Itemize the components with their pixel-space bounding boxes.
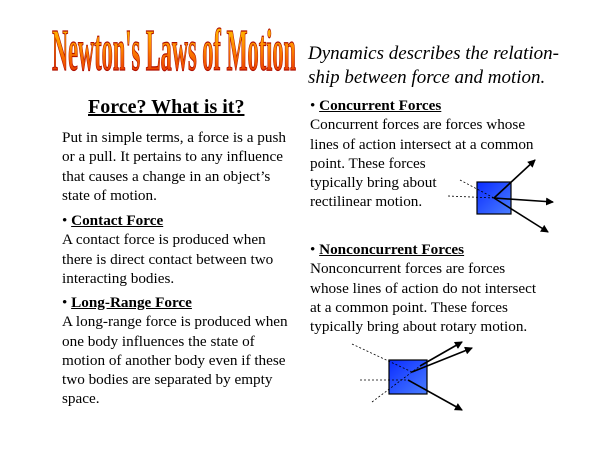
contact-force-line: there is direct contact between two [62, 250, 274, 268]
dynamics-line: ship between force and motion. [308, 67, 546, 88]
long-range-force-title: Long-Range Force [71, 294, 192, 311]
contact-force-title-row: • Contact Force [62, 211, 302, 230]
line-of-action-dashed [459, 179, 495, 199]
title-wordart: Newton's Laws of Motion [52, 17, 297, 83]
bullet: • [310, 97, 316, 114]
bullet: • [62, 294, 68, 311]
concurrent-forces-line: rectilinear motion. [310, 193, 423, 211]
long-range-force-line: A long-range force is produced when [62, 313, 288, 331]
long-range-force-section: • Long-Range Force A long-range force is… [62, 293, 302, 409]
concurrent-forces-line: point. These forces [310, 154, 426, 172]
concurrent-forces-line: typically bring about [310, 174, 437, 192]
dynamics-line: Dynamics describes the relation- [308, 43, 559, 64]
concurrent-forces-line: lines of action intersect at a common [310, 135, 534, 153]
contact-force-title: Contact Force [71, 212, 164, 229]
title-text: Newton's Laws of Motion [52, 18, 296, 83]
nonconcurrent-forces-line: typically bring about rotary motion. [310, 318, 528, 336]
line-of-action-dashed [351, 343, 413, 373]
force-arrow [419, 341, 463, 367]
intro-paragraph: Put in simple terms, a force is a push o… [62, 128, 302, 205]
intro-line: state of motion. [62, 186, 157, 204]
concurrent-forces-title: Concurrent Forces [319, 97, 442, 114]
bullet: • [62, 212, 68, 229]
long-range-force-title-row: • Long-Range Force [62, 293, 302, 312]
force-arrow [493, 159, 536, 199]
contact-force-line: A contact force is produced when [62, 231, 266, 249]
concurrent-forces-title-row: • Concurrent Forces [310, 96, 595, 115]
nonconcurrent-forces-title-row: • Nonconcurrent Forces [310, 240, 595, 259]
intro-line: or a pull. It pertains to any influence [62, 148, 283, 166]
concurrent-forces-line: Concurrent forces are forces whose [310, 116, 526, 134]
dynamics-statement: Dynamics describes the relation- ship be… [308, 42, 598, 90]
long-range-force-line: one body influences the state of [62, 332, 255, 350]
long-range-force-line: motion of another body even if these [62, 351, 286, 369]
concurrent-forces-diagram [447, 159, 554, 233]
nonconcurrent-forces-section: • Nonconcurrent Forces Nonconcurrent for… [310, 240, 595, 336]
nonconcurrent-forces-title: Nonconcurrent Forces [319, 241, 465, 258]
nonconcurrent-forces-line: at a common point. These forces [310, 298, 508, 316]
bullet: • [310, 241, 316, 258]
intro-line: that causes a change in an object’s [62, 167, 271, 185]
force-arrow [493, 197, 554, 206]
nonconcurrent-forces-line: Nonconcurrent forces are forces [310, 260, 506, 278]
force-arrow [407, 379, 463, 411]
force-arrow [411, 346, 473, 373]
force-arrow [493, 197, 549, 233]
contact-force-section: • Contact Force A contact force is produ… [62, 211, 302, 288]
nonconcurrent-forces-line: whose lines of action do not intersect [310, 279, 537, 297]
contact-force-line: interacting bodies. [62, 269, 175, 287]
concurrent-forces-section: • Concurrent Forces Concurrent forces ar… [310, 96, 595, 212]
long-range-force-line: two bodies are separated by empty [62, 371, 273, 389]
page-heading: Force? What is it? [88, 96, 245, 118]
nonconcurrent-forces-diagram [351, 341, 473, 411]
intro-line: Put in simple terms, a force is a push [62, 129, 286, 146]
long-range-force-line: space. [62, 390, 100, 408]
